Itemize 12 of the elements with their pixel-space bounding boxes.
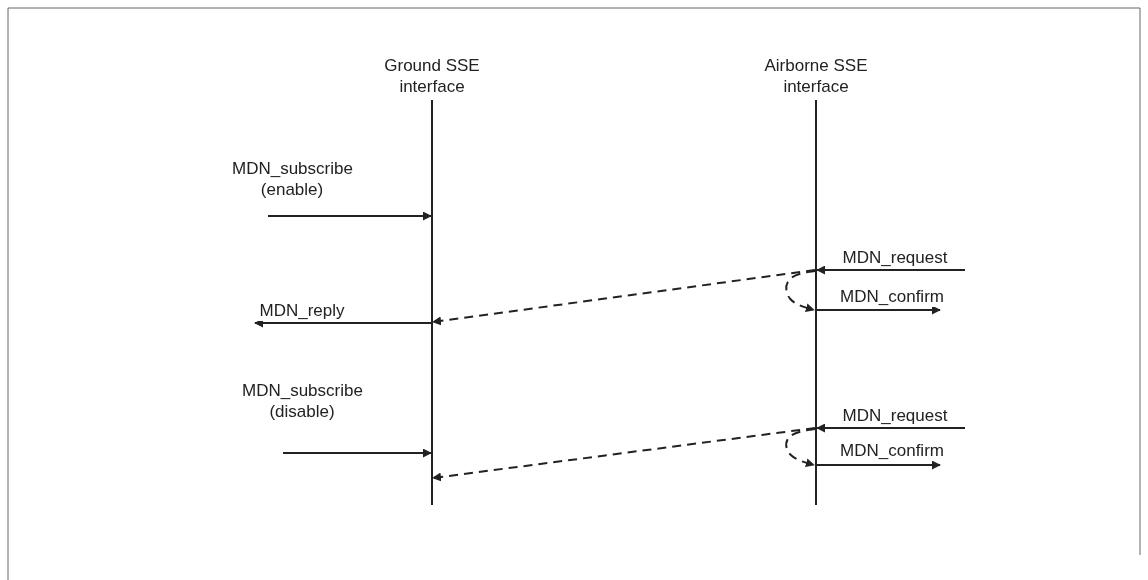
arrow [816, 460, 941, 470]
arrow [432, 269, 816, 326]
lifeline-heading: Ground SSE interface [383, 55, 481, 97]
arrow [785, 270, 816, 313]
arrow [816, 305, 941, 315]
arrow [816, 423, 966, 433]
arrow [267, 211, 432, 221]
arrow [816, 265, 966, 275]
arrow [432, 427, 816, 482]
lifeline-heading: Airborne SSE interface [763, 55, 869, 97]
arrow [785, 428, 816, 468]
arrow [282, 448, 432, 458]
